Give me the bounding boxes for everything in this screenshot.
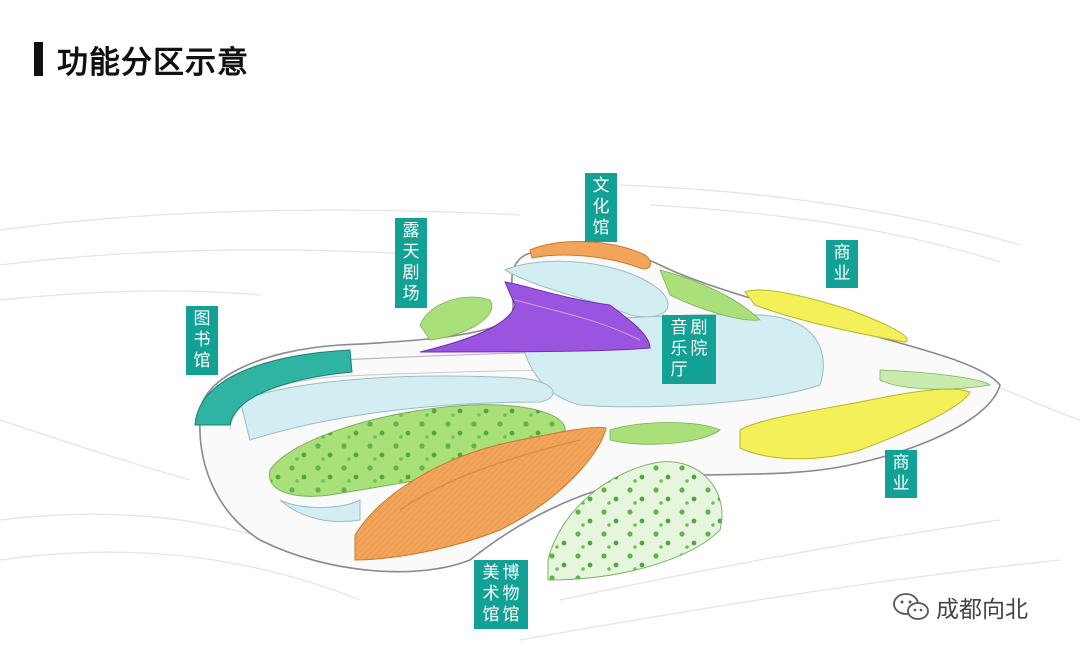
label-concert-theater: 音乐厅剧院 xyxy=(662,315,716,384)
culture-hall-footprint xyxy=(529,241,651,270)
lawns xyxy=(268,269,992,581)
theater-roof-lines xyxy=(514,299,641,341)
title-block: 功能分区示意 xyxy=(34,40,249,81)
wechat-icon xyxy=(893,593,929,620)
label-art-museum: 美术馆博物馆 xyxy=(474,560,528,629)
label-amphitheater: 露天剧场 xyxy=(395,218,427,308)
museum-roof-hatch xyxy=(355,427,606,560)
watermark-text: 成都向北 xyxy=(936,597,1028,623)
theater-footprint xyxy=(419,281,651,353)
commercial-footprint-north xyxy=(744,289,908,343)
watermark: 成都向北 xyxy=(892,590,1028,624)
label-library: 图书馆 xyxy=(186,306,218,375)
label-commercial-north: 商业 xyxy=(826,240,858,288)
label-culture-hall: 文化馆 xyxy=(585,173,617,242)
title-accent-bar xyxy=(34,42,43,76)
library-footprint xyxy=(194,349,353,426)
commercial-footprint-east xyxy=(739,388,971,460)
museum-roof-line xyxy=(399,439,581,511)
page-title: 功能分区示意 xyxy=(57,44,249,81)
label-commercial-east: 商业 xyxy=(885,450,917,498)
context-lines xyxy=(0,184,1080,641)
